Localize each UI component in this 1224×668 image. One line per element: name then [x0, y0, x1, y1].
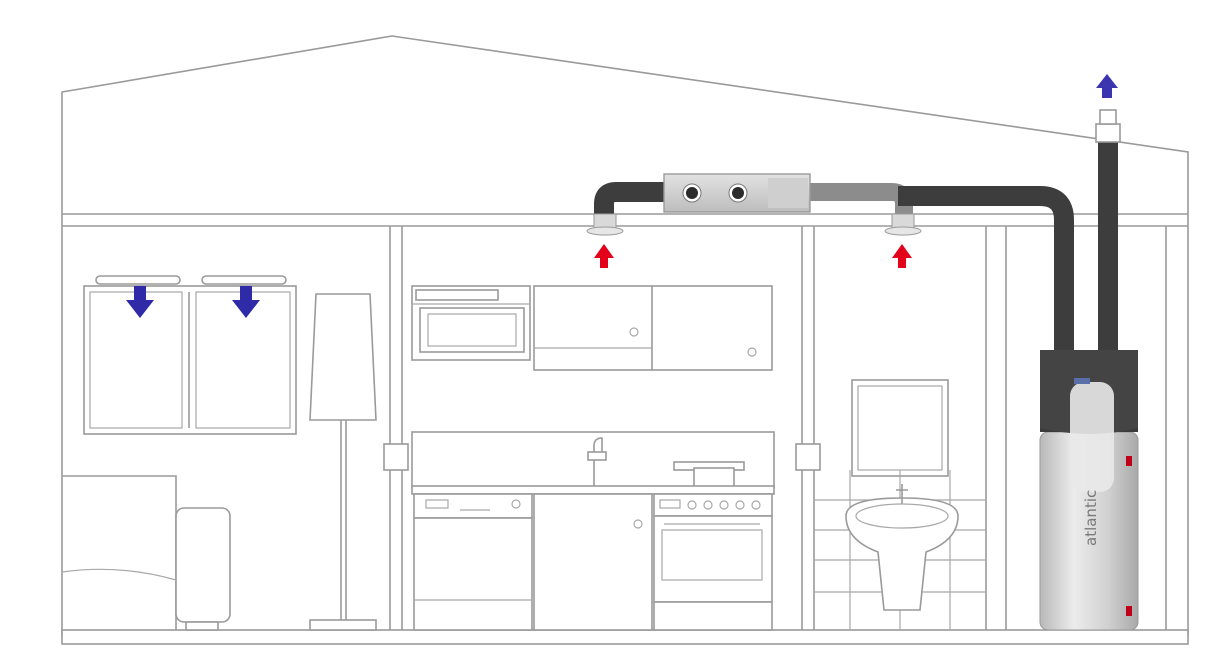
upper-cabinets [534, 286, 772, 370]
blue-up-arrow-icon [1096, 74, 1118, 98]
floor-lamp-shade [310, 294, 376, 420]
oven-panel [654, 494, 772, 516]
window-frame [84, 286, 296, 434]
oven-door [654, 516, 772, 602]
sofa-foot [186, 622, 218, 630]
extract-duct-bathroom [806, 192, 904, 216]
dishwasher-panel [414, 494, 532, 518]
roof-outlet [1096, 124, 1120, 142]
microwave-controls [416, 290, 498, 300]
extract-duct-kitchen [604, 192, 672, 216]
floor-lamp-base [310, 620, 376, 630]
supply-vent-left [96, 276, 180, 284]
washbasin [846, 498, 958, 610]
unit-duct-to-heater [898, 196, 1064, 352]
extract-vents [587, 214, 921, 235]
ventilation-unit-icon [664, 174, 810, 212]
roof-outlet-cap [1100, 110, 1116, 124]
door-handle-right [796, 444, 820, 470]
sofa-arm [176, 508, 230, 622]
heat-pump-water-heater-icon: atlantic [1040, 350, 1138, 630]
bathroom [814, 380, 986, 630]
door-handle-left [384, 444, 408, 470]
red-up-arrow-icon [892, 244, 912, 268]
oven-drawer [654, 602, 772, 630]
red-up-arrow-icon [594, 244, 614, 268]
microwave-door [420, 308, 524, 352]
kitchen [412, 286, 774, 630]
base-cabinet [534, 494, 652, 630]
supply-vent-right [202, 276, 286, 284]
countertop [412, 486, 774, 494]
brand-wordmark: atlantic [1082, 490, 1100, 546]
hob-pot [694, 468, 734, 488]
dishwasher-door [414, 518, 532, 630]
sofa-cushion [62, 569, 176, 580]
floor [62, 630, 1188, 644]
sofa-back [62, 476, 176, 630]
living-room [62, 276, 376, 630]
bathroom-mirror [852, 380, 948, 476]
